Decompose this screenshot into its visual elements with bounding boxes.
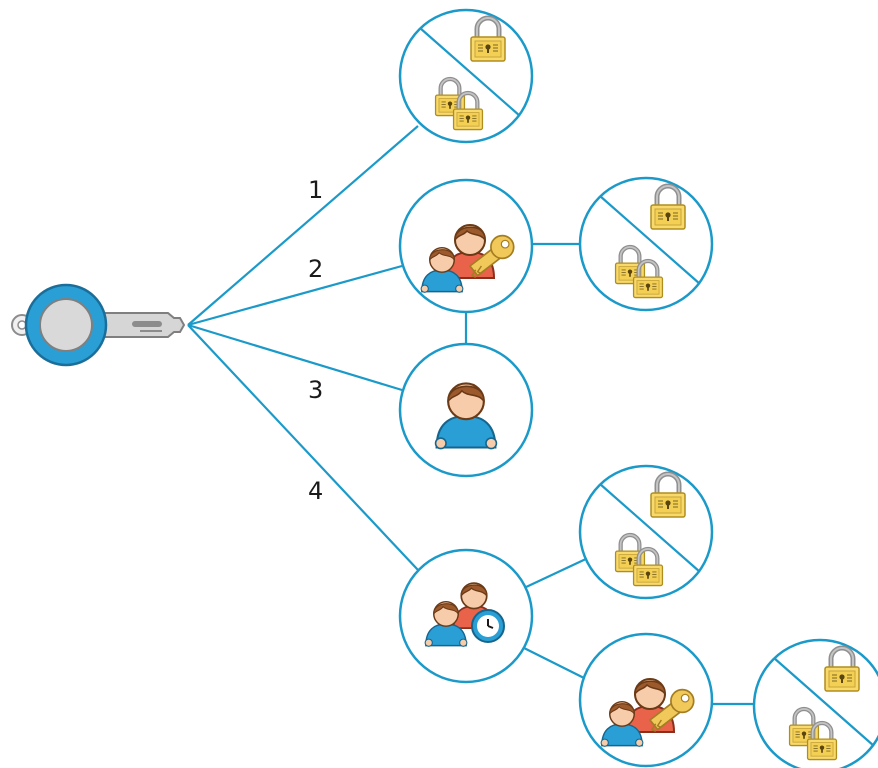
branch-3-line bbox=[187, 323, 403, 392]
locks-node-1 bbox=[400, 10, 532, 142]
branch-2-line bbox=[187, 264, 403, 327]
user-icon bbox=[398, 342, 534, 478]
locks-node-5 bbox=[754, 640, 878, 768]
branch-label-3: 3 bbox=[308, 376, 323, 404]
locks-node-4 bbox=[580, 466, 712, 598]
branch-4-line bbox=[187, 324, 419, 571]
key-icon bbox=[11, 283, 186, 367]
connection-lines bbox=[187, 125, 760, 706]
group-clock-to-locks-line bbox=[523, 557, 589, 589]
group-clock-to-group-key-line bbox=[523, 647, 589, 681]
user-group-clock-icon bbox=[398, 548, 534, 684]
clock-icon bbox=[471, 609, 505, 643]
branch-label-1: 1 bbox=[308, 176, 323, 204]
branch-label-4: 4 bbox=[308, 477, 323, 505]
locks-node-2 bbox=[580, 178, 712, 310]
branch-label-2: 2 bbox=[308, 255, 323, 283]
branch-1-line bbox=[187, 125, 419, 326]
user-group-key-icon bbox=[398, 178, 534, 314]
user-group-key-icon-2 bbox=[578, 632, 714, 768]
